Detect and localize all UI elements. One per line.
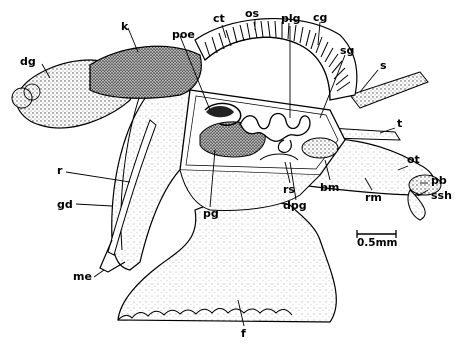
- label-f: f: [241, 328, 246, 339]
- label-r: r: [57, 165, 62, 176]
- label-pg: pg: [203, 208, 219, 219]
- label-pb: pb: [431, 175, 447, 186]
- label-me: me: [73, 271, 92, 282]
- kidney: [90, 46, 201, 98]
- label-k: k: [121, 21, 128, 32]
- label-bm: bm: [320, 182, 339, 193]
- label-t: t: [397, 118, 402, 129]
- label-s: s: [380, 60, 387, 71]
- buccal-mass: [302, 138, 338, 158]
- label-plg: plg: [281, 13, 301, 24]
- scale-bar-label: 0.5mm: [357, 238, 397, 249]
- label-rm: rm: [365, 192, 382, 203]
- label-ssh: ssh: [431, 190, 452, 201]
- label-dg: dg: [20, 56, 36, 67]
- label-sg: sg: [340, 45, 354, 56]
- label-os: os: [245, 8, 259, 19]
- label-ct: ct: [213, 13, 225, 24]
- label-rs: rs: [283, 184, 295, 195]
- label-gd: gd: [57, 199, 73, 210]
- label-ot: ot: [407, 154, 420, 165]
- label-cg: cg: [313, 12, 327, 23]
- label-dpg: dpg: [283, 200, 307, 211]
- label-poe: poe: [172, 29, 195, 40]
